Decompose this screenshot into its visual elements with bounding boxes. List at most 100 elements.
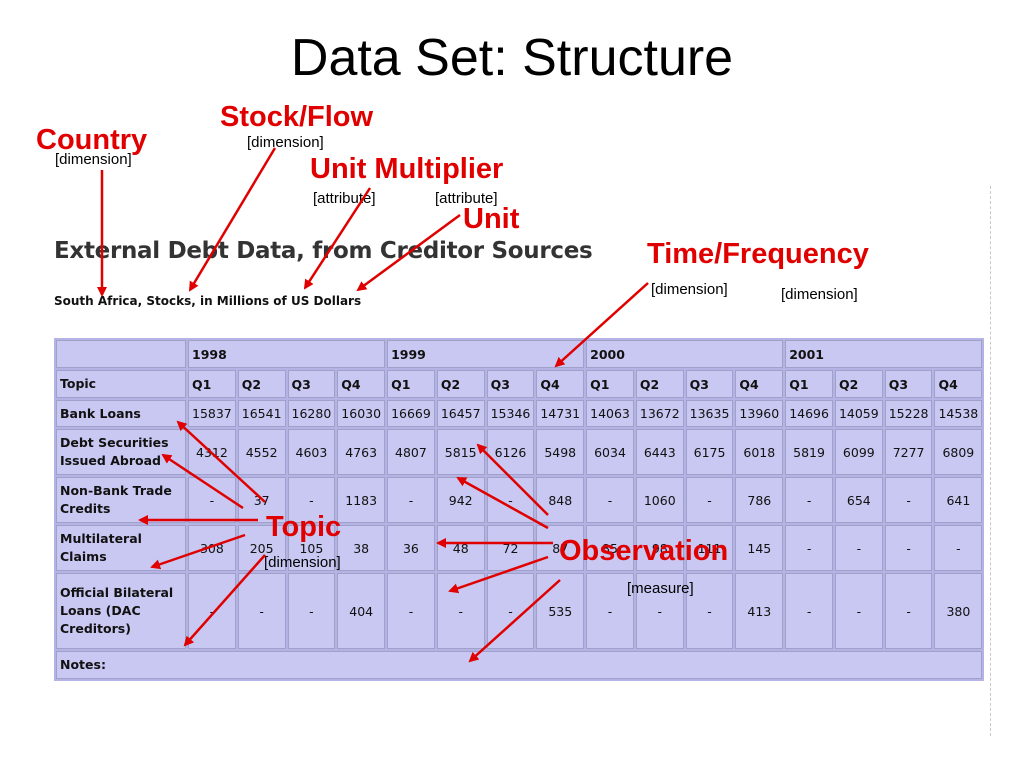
stock-flow-label: Stock/Flow (220, 101, 374, 133)
table-cell: 13672 (635, 400, 684, 427)
table-cell: 14696 (785, 400, 833, 427)
table-cell: - (834, 573, 883, 649)
table-cell: 36 (387, 525, 435, 571)
quarter-header: Q2 (635, 370, 684, 398)
table-cell: 6443 (635, 429, 684, 475)
quarter-header: Q3 (287, 370, 336, 398)
time-frequency-tag-1: [dimension] (651, 281, 728, 298)
table-cell: 111 (685, 525, 734, 571)
quarter-header: Q1 (188, 370, 236, 398)
table-cell: - (884, 525, 933, 571)
table-cell: - (486, 477, 535, 523)
quarter-header: Q1 (387, 370, 435, 398)
stock-flow-tag: [dimension] (247, 134, 324, 151)
quarter-header: Q1 (586, 370, 634, 398)
table-cell: 380 (934, 573, 983, 649)
quarter-header: Q2 (237, 370, 286, 398)
table-cell: - (387, 573, 435, 649)
table-cell: 848 (536, 477, 585, 523)
year-header: 1999 (387, 340, 585, 368)
quarter-header: Q1 (785, 370, 833, 398)
time-frequency-label: Time/Frequency (647, 238, 869, 270)
table-cell: - (287, 477, 336, 523)
table-cell: 4763 (337, 429, 386, 475)
notes-row: Notes: (56, 651, 983, 679)
table-cell: 16030 (337, 400, 386, 427)
row-topic: Official Bilateral Loans (DAC Creditors) (56, 573, 186, 649)
country-label: Country (36, 124, 148, 156)
table-cell: 13635 (685, 400, 734, 427)
row-topic: Bank Loans (56, 400, 186, 427)
table-cell: 14538 (934, 400, 983, 427)
quarter-header: Q4 (735, 370, 784, 398)
table-cell: 5815 (436, 429, 485, 475)
table-cell: 413 (735, 573, 784, 649)
table-cell: 1183 (337, 477, 386, 523)
table-cell: - (287, 573, 336, 649)
table-cell: - (635, 573, 684, 649)
time-frequency-tag-2: [dimension] (781, 286, 858, 303)
year-header: 2001 (785, 340, 983, 368)
table-cell: 4807 (387, 429, 435, 475)
table-cell: 6099 (834, 429, 883, 475)
observation-tag: [measure] (627, 580, 694, 597)
table-cell: - (685, 477, 734, 523)
table-cell: 4552 (237, 429, 286, 475)
table-cell: - (486, 573, 535, 649)
observation-label: Observation (559, 535, 729, 567)
quarter-header: Q2 (436, 370, 485, 398)
table-cell: 308 (188, 525, 236, 571)
table-cell: 15228 (884, 400, 933, 427)
table-cell: 786 (735, 477, 784, 523)
notes-label: Notes: (56, 651, 983, 679)
quarter-header: Q4 (337, 370, 386, 398)
slide-title: Data Set: Structure (290, 29, 734, 87)
row-topic: Debt Securities Issued Abroad (56, 429, 186, 475)
table-cell: 105 (287, 525, 336, 571)
table-cell: - (188, 477, 236, 523)
table-cell: 145 (735, 525, 784, 571)
table-cell: - (237, 573, 286, 649)
table-cell: 4603 (287, 429, 336, 475)
unit-tag: [attribute] (435, 190, 498, 207)
unit-label: Unit (463, 203, 520, 235)
screenshot-subtitle: South Africa, Stocks, in Millions of US … (54, 294, 362, 308)
table-cell: 16541 (237, 400, 286, 427)
table-cell: 4312 (188, 429, 236, 475)
table-cell: - (586, 573, 634, 649)
table-cell: 6175 (685, 429, 734, 475)
table-cell: 38 (337, 525, 386, 571)
table-cell: 98 (635, 525, 684, 571)
table-row: Non-Bank Trade Credits-37-1183-942-848-1… (56, 477, 983, 523)
table-cell: - (685, 573, 734, 649)
topic-tag: [dimension] (264, 554, 341, 571)
year-header-blank (56, 340, 186, 368)
table-cell: 15346 (486, 400, 535, 427)
quarter-header: Q3 (685, 370, 734, 398)
quarter-header: Q4 (536, 370, 585, 398)
table-cell: - (785, 525, 833, 571)
table-cell: - (785, 573, 833, 649)
table-cell: 6034 (586, 429, 634, 475)
row-topic: Non-Bank Trade Credits (56, 477, 186, 523)
table-cell: 16280 (287, 400, 336, 427)
table-cell: 72 (486, 525, 535, 571)
table-cell: - (934, 525, 983, 571)
table-cell: 16457 (436, 400, 485, 427)
table-cell: 85 (586, 525, 634, 571)
table-cell: 641 (934, 477, 983, 523)
table-cell: - (436, 573, 485, 649)
table-cell: 654 (834, 477, 883, 523)
table-cell: - (188, 573, 236, 649)
quarter-header: Q4 (934, 370, 983, 398)
table-cell: - (884, 477, 933, 523)
table-cell: - (586, 477, 634, 523)
table-cell: 16669 (387, 400, 435, 427)
table-cell: - (387, 477, 435, 523)
country-tag: [dimension] (55, 151, 132, 168)
